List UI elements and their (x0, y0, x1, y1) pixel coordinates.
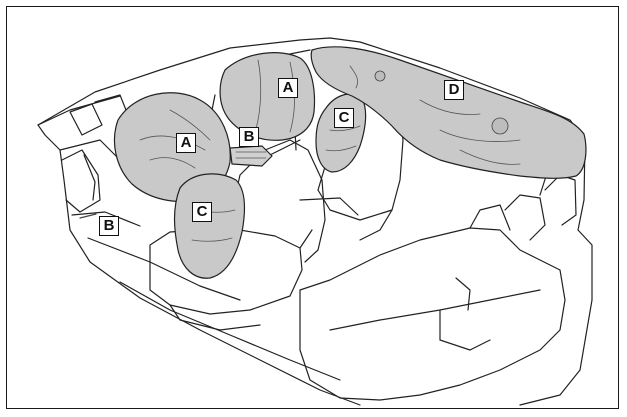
airbag-d-curtain (310, 46, 587, 179)
vehicle-body-outline (37, 37, 593, 406)
airbag-c-driver (173, 173, 246, 279)
label-a-front: A (176, 133, 196, 153)
diagram-frame (6, 6, 619, 409)
label-b-center: B (239, 127, 259, 147)
label-d-curtain: D (444, 80, 464, 100)
airbag-a-passenger (219, 52, 316, 141)
airbag-b-left-marker (79, 213, 97, 219)
rear-seats (299, 159, 577, 401)
airbag-c-passenger (315, 93, 367, 173)
label-b-left: B (99, 216, 119, 236)
label-c-passenger: C (334, 108, 354, 128)
label-c-driver: C (192, 202, 212, 222)
airbag-b-knee (229, 145, 273, 167)
label-a-passenger: A (278, 78, 298, 98)
